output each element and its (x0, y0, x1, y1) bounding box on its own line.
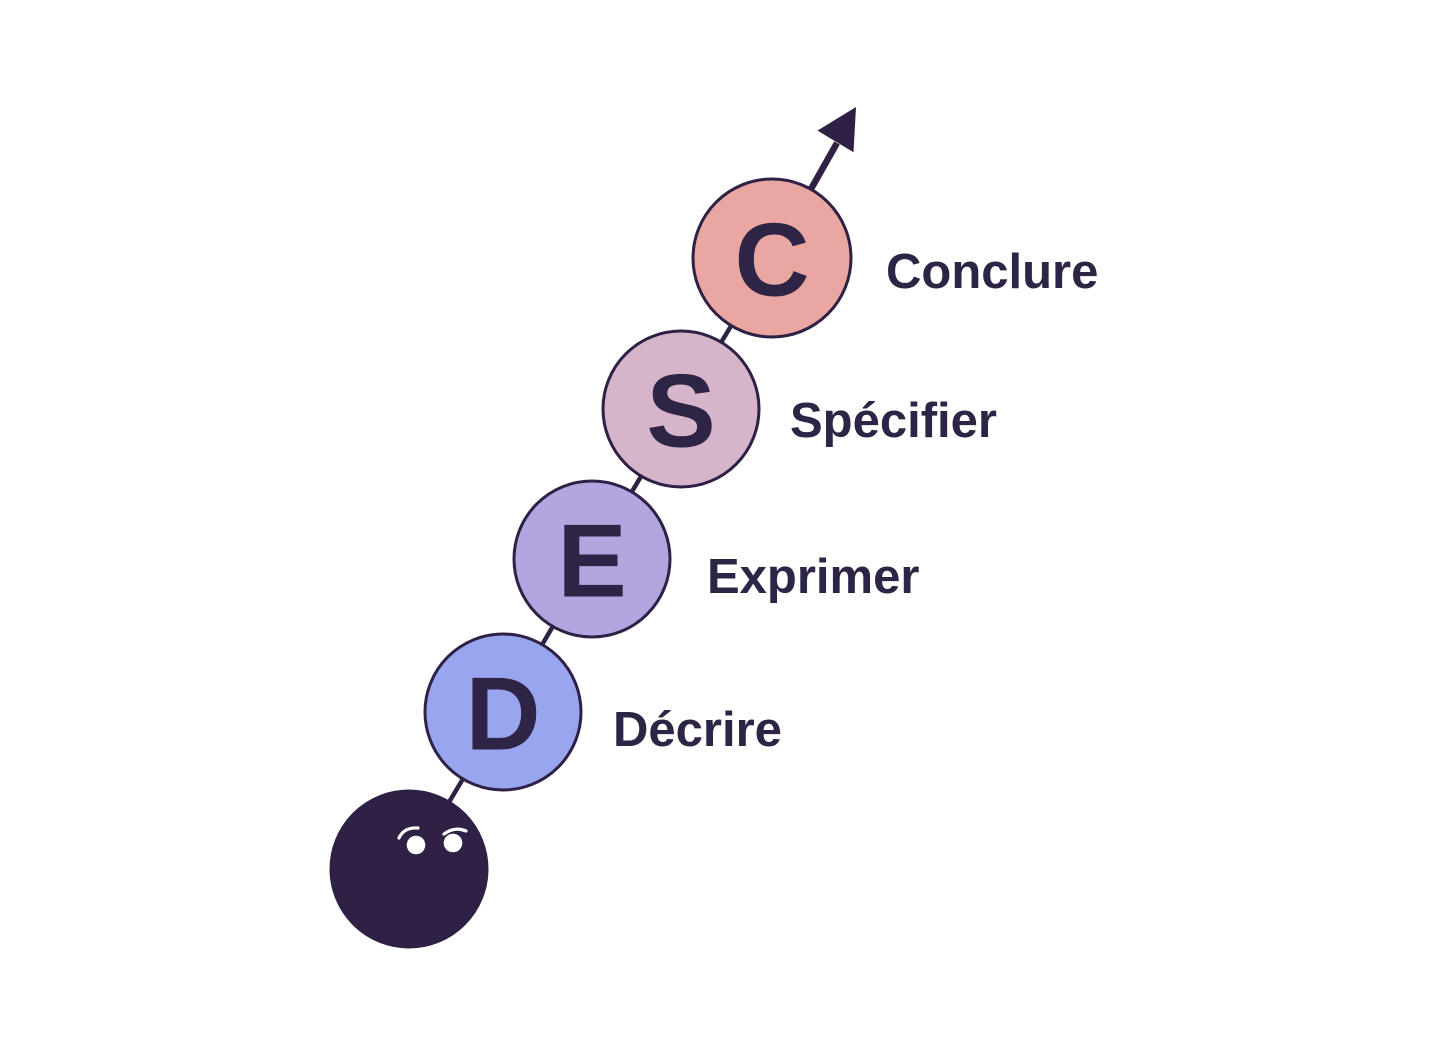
step-letter-c: C (734, 202, 809, 318)
step-circle-d (423, 632, 583, 792)
step-letter-d: D (465, 656, 540, 772)
step-circle-s (601, 329, 761, 489)
step-decrire: D Décrire (423, 632, 782, 792)
step-circle-e (512, 479, 672, 639)
left-eye-icon (406, 835, 426, 855)
step-exprimer: E Exprimer (512, 479, 919, 639)
step-label-decrire: Décrire (613, 703, 782, 757)
right-eyebrow-icon (442, 827, 468, 836)
step-label-conclure: Conclure (886, 245, 1098, 299)
arrow-head (817, 107, 856, 153)
step-letter-s: S (646, 353, 715, 469)
step-label-exprimer: Exprimer (707, 550, 919, 604)
face-icon (329, 789, 489, 949)
right-eye-icon (443, 833, 463, 853)
left-eyebrow-icon (397, 826, 420, 840)
step-letter-e: E (557, 503, 626, 619)
step-conclure: C Conclure (691, 177, 1098, 339)
face-circle (329, 789, 489, 949)
step-circle-c (691, 177, 853, 339)
step-label-specifier: Spécifier (790, 394, 997, 448)
step-specifier: S Spécifier (601, 329, 997, 489)
